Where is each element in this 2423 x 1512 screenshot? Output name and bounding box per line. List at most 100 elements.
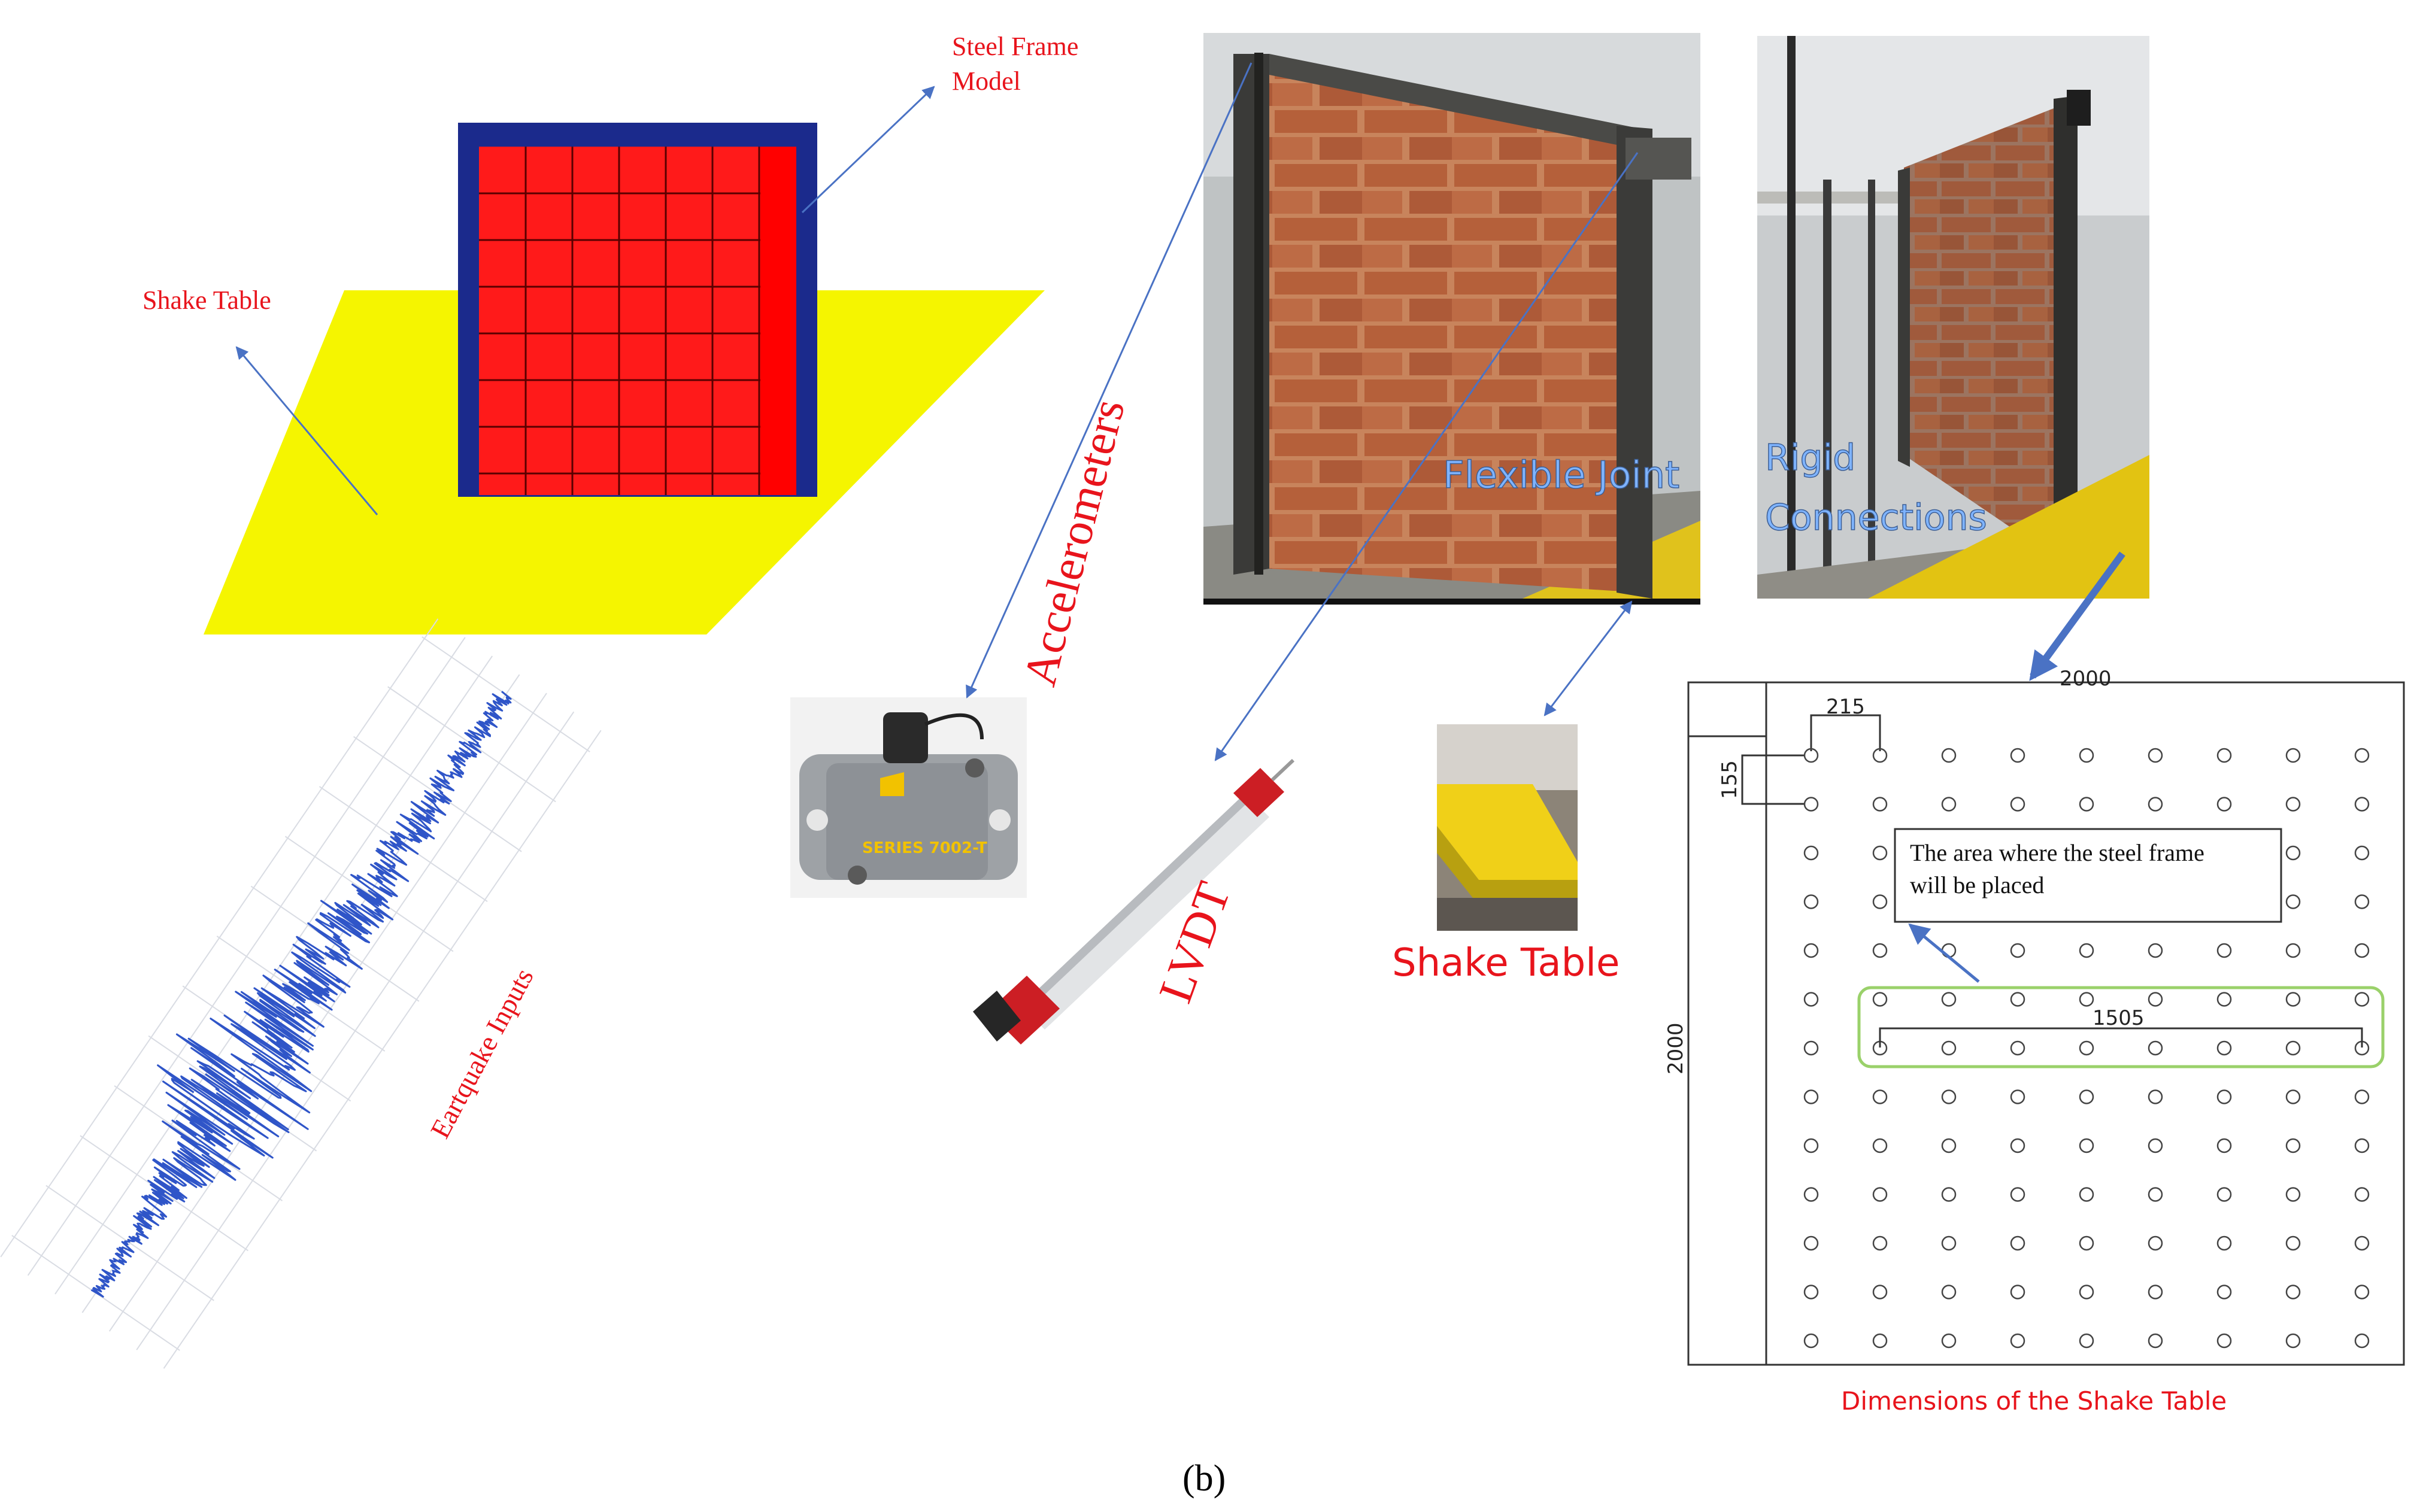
plan-hole [2354, 797, 2370, 812]
steel-frame-model-label-line2: Model [952, 66, 1021, 96]
plan-outer-frame [1687, 681, 2405, 1366]
plan-dim-1505-bracket [1879, 1027, 2363, 1048]
plan-hole [2354, 845, 2370, 861]
plan-hole [1872, 1235, 1888, 1251]
earthquake-grid-line [54, 655, 493, 1295]
plan-hole [2148, 943, 2163, 958]
steel-frame-model-label-line1: Steel Frame [952, 32, 1078, 61]
earthquake-grid-line [0, 618, 439, 1258]
shake-table-photo [1437, 724, 1578, 931]
plan-hole [2285, 894, 2301, 909]
plan-hole [2079, 1235, 2094, 1251]
earthquake-grid-line [108, 693, 547, 1332]
plan-dim-top: 2000 [2060, 667, 2112, 691]
plan-hole [2079, 1089, 2094, 1104]
plan-hole [1803, 1285, 1819, 1300]
plan-hole [2148, 1285, 2163, 1300]
plan-hole [1803, 748, 1819, 763]
lvdt-device-photo [973, 758, 1295, 1045]
plan-hole [1941, 1040, 1957, 1056]
plan-hole [1872, 797, 1888, 812]
plan-hole [1803, 1235, 1819, 1251]
plan-hole [2216, 748, 2232, 763]
plan-hole [2148, 797, 2163, 812]
plan-hole [1803, 894, 1819, 909]
photo-steel-frame-flexible-joint [1203, 33, 1700, 605]
plan-hole [2285, 1089, 2301, 1104]
plan-hole [2079, 748, 2094, 763]
plan-hole [2354, 1089, 2370, 1104]
plan-hole [1803, 1138, 1819, 1153]
shake-table-dimensions-plan: 2000 2000 215 155 1505 The area where th… [1664, 667, 2405, 1366]
plan-hole [1941, 1089, 1957, 1104]
plan-hole [2079, 1138, 2094, 1153]
arrow-accelerometer-to-photo [966, 62, 1253, 699]
plan-hole [2216, 943, 2232, 958]
plan-hole [2079, 992, 2094, 1007]
plan-hole [2285, 1235, 2301, 1251]
plan-hole [2216, 1285, 2232, 1300]
plan-hole [2216, 1089, 2232, 1104]
arrow-shake-table-to-photo [1543, 600, 1633, 716]
arrow-to-steel-frame [801, 86, 935, 214]
plan-hole [2010, 992, 2025, 1007]
plan-hole [1872, 1187, 1888, 1202]
plan-hole [2216, 1040, 2232, 1056]
plan-hole-grid [1803, 748, 2370, 1349]
shake-table-left-label: Shake Table [142, 286, 271, 315]
plan-hole [2010, 1040, 2025, 1056]
flexible-joint-label: Flexible Joint [1443, 453, 1679, 497]
plan-hole [2354, 1138, 2370, 1153]
plan-hole [2216, 1235, 2232, 1251]
dimensions-caption: Dimensions of the Shake Table [1841, 1386, 2227, 1416]
plan-hole [2285, 797, 2301, 812]
plan-hole [1872, 1333, 1888, 1349]
shake-table-photo-label: Shake Table [1392, 941, 1620, 985]
earthquake-signal-plot [0, 618, 602, 1369]
plan-hole [1941, 1138, 1957, 1153]
plan-hole [2354, 943, 2370, 958]
infill-right-strip [760, 147, 796, 495]
plan-hole [1872, 748, 1888, 763]
plan-dim-215-bracket [1810, 714, 1881, 751]
plan-hole [1803, 1040, 1819, 1056]
plan-hole [2010, 1187, 2025, 1202]
plan-hole [2285, 1285, 2301, 1300]
plan-frame-area-highlight [1857, 986, 2385, 1068]
plan-note-line1: The area where the steel frame [1910, 839, 2204, 866]
plan-hole [1941, 1285, 1957, 1300]
plan-hole [2285, 1138, 2301, 1153]
plan-hole [1803, 797, 1819, 812]
plan-hole [1872, 1138, 1888, 1153]
plan-hole [1803, 845, 1819, 861]
plan-dim-1505: 1505 [2093, 1006, 2145, 1030]
plan-hole [2148, 1333, 2163, 1349]
arrow-to-dimensions-plan [2029, 551, 2125, 681]
plan-note-arrow [1908, 923, 1980, 983]
rigid-connections-label-line2: Connections [1765, 497, 1987, 539]
plan-hole [2216, 1187, 2232, 1202]
accelerometers-label: Accelerometers [1013, 394, 1135, 691]
plan-hole [1803, 992, 1819, 1007]
plan-hole [2148, 1089, 2163, 1104]
plan-hole [2354, 1285, 2370, 1300]
infill-grid [479, 147, 760, 495]
plan-hole [2354, 1235, 2370, 1251]
plan-hole [2148, 1187, 2163, 1202]
plan-hole [2079, 1285, 2094, 1300]
plan-hole [1803, 943, 1819, 958]
earthquake-grid-line [163, 730, 602, 1369]
plan-hole [1941, 1187, 1957, 1202]
plan-hole [2354, 748, 2370, 763]
plan-hole [2010, 1089, 2025, 1104]
plan-hole [2010, 748, 2025, 763]
plan-hole [2285, 1333, 2301, 1349]
plan-hole [1803, 1333, 1819, 1349]
plan-hole [2285, 845, 2301, 861]
earthquake-inputs-label: Eartquake Inputs [424, 963, 539, 1143]
steel-frame-model [458, 123, 817, 497]
plan-hole [2079, 1040, 2094, 1056]
infill-red-panel [479, 147, 796, 495]
plan-hole [1941, 748, 1957, 763]
plan-hole [2148, 748, 2163, 763]
